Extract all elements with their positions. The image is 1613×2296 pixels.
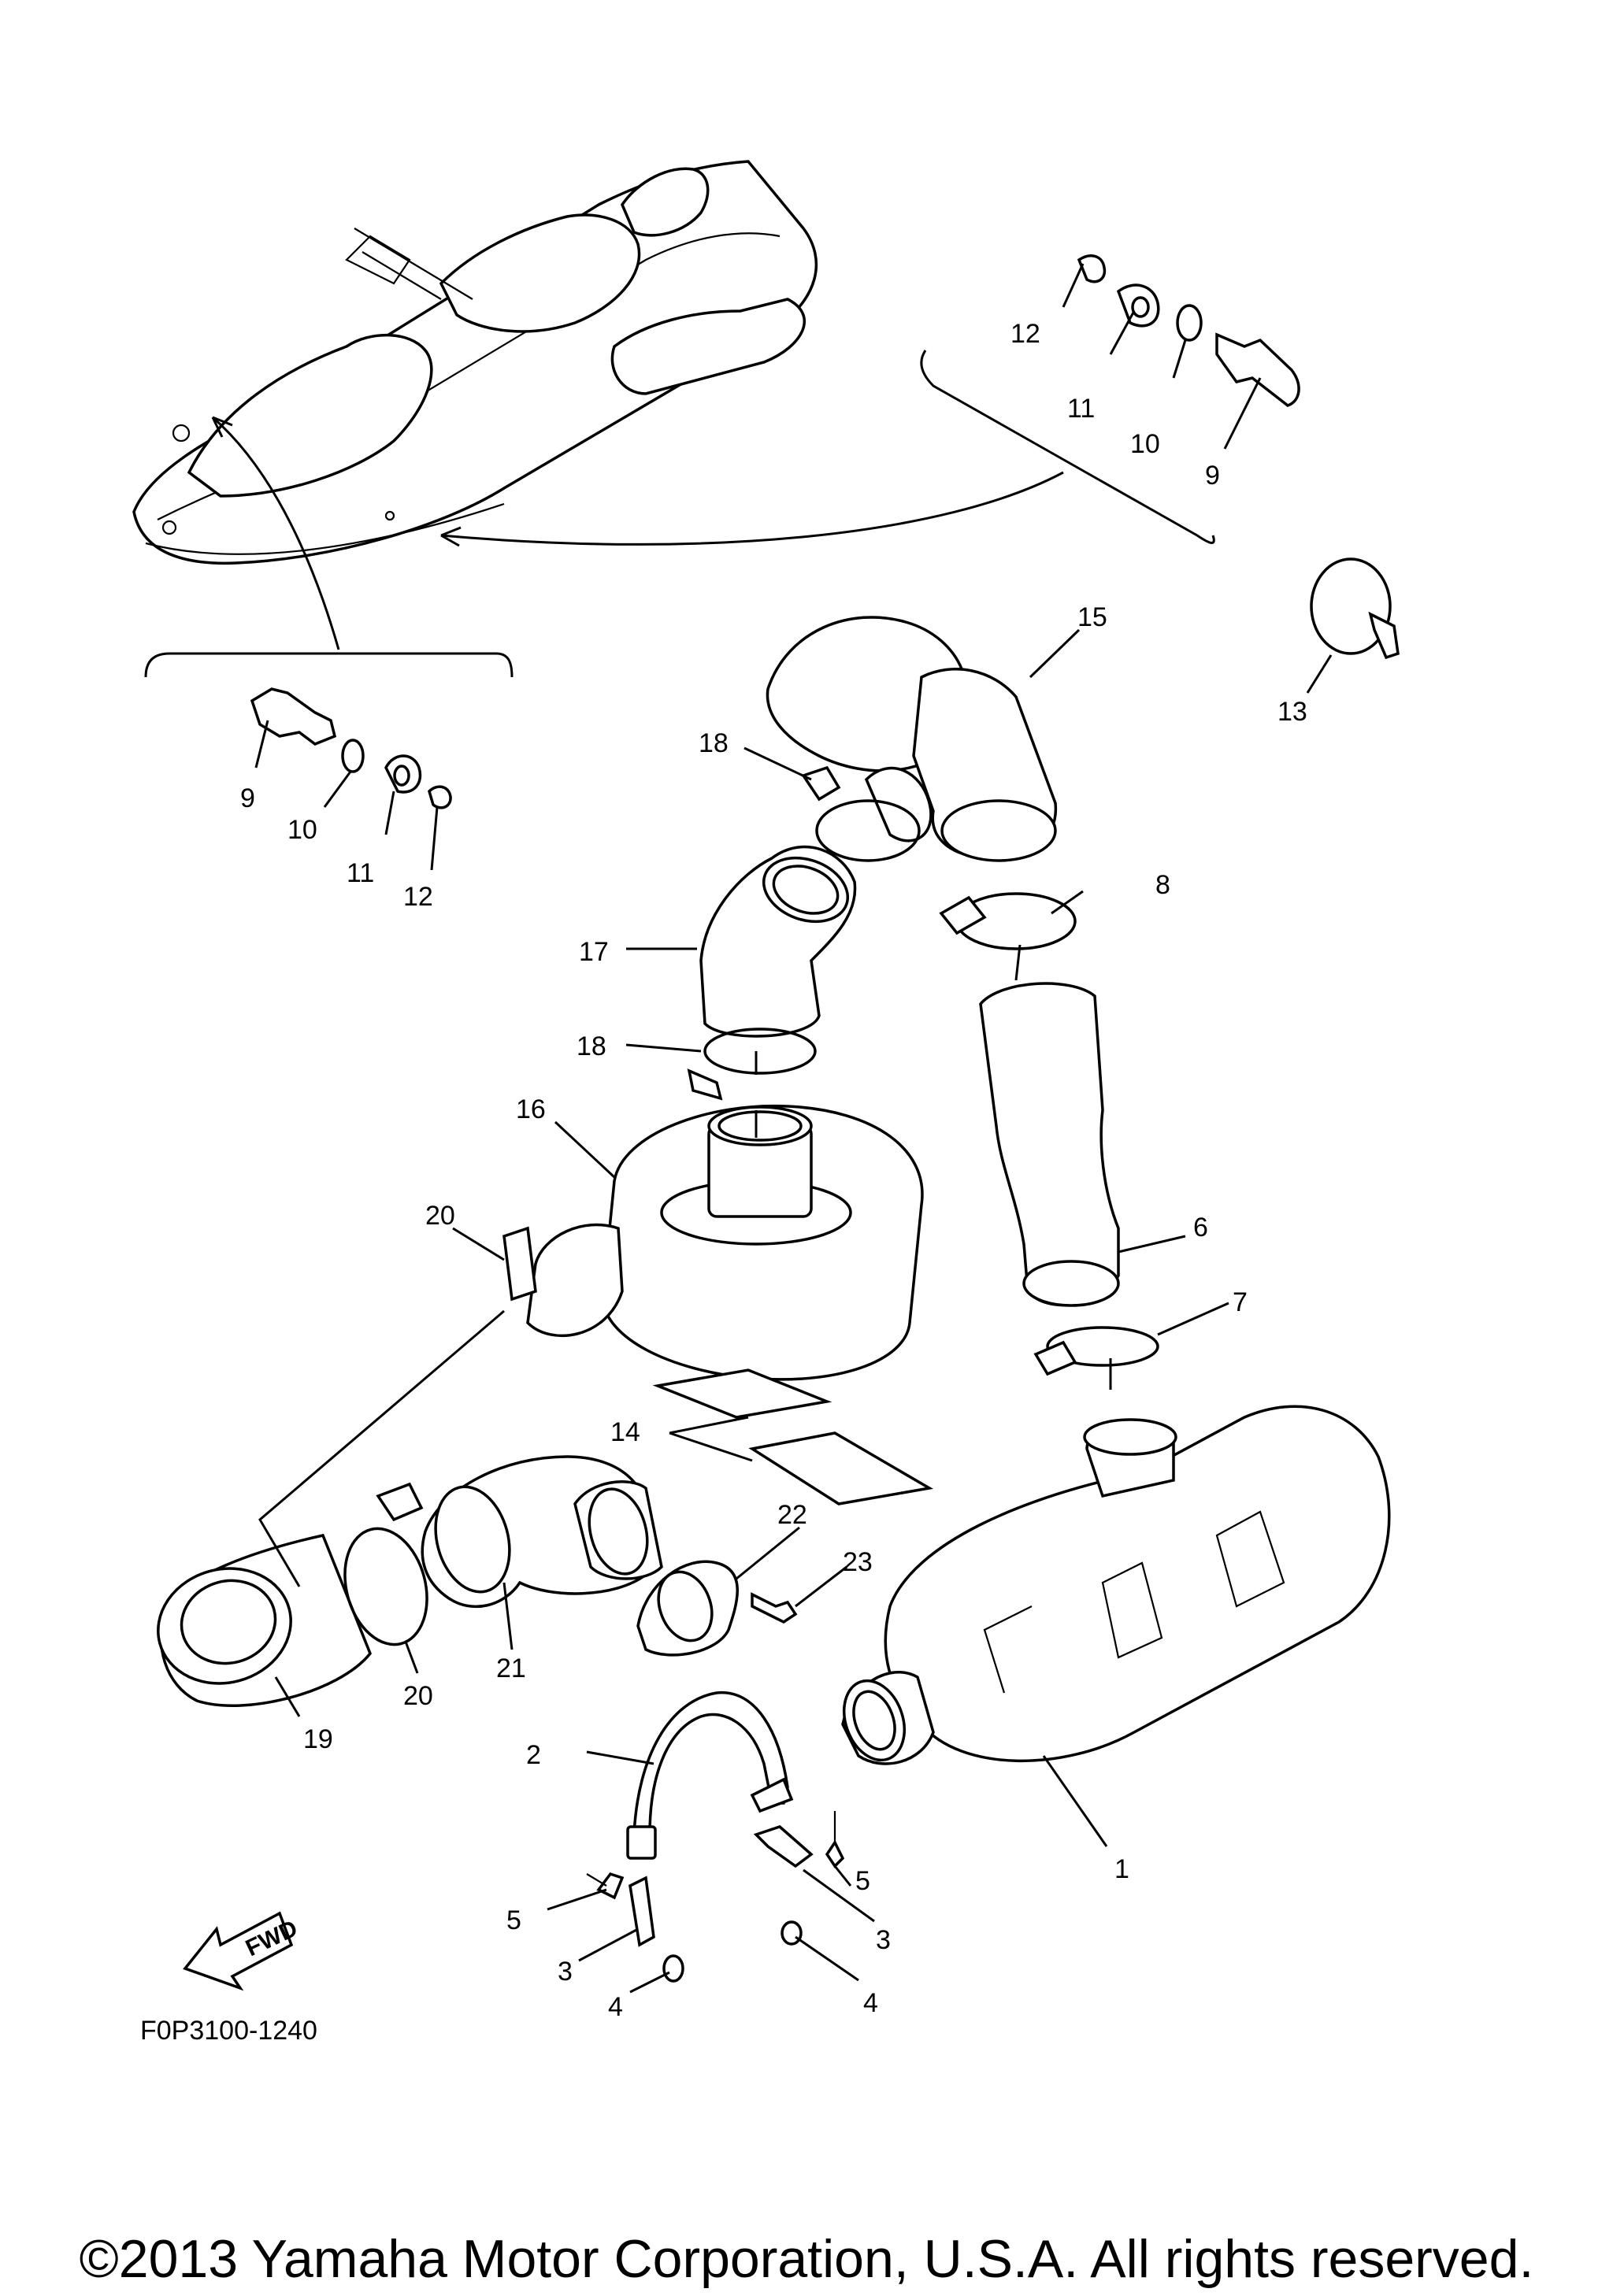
callout-10b: 10 bbox=[287, 815, 317, 845]
callout-5b: 5 bbox=[855, 1866, 870, 1896]
callout-15: 15 bbox=[1077, 602, 1107, 632]
part-19-exhaust-pipe bbox=[157, 1533, 373, 1707]
callout-9a: 9 bbox=[1205, 461, 1220, 491]
part-14-pads bbox=[652, 1368, 934, 1505]
part-7-clamp bbox=[1033, 1326, 1159, 1376]
callout-8: 8 bbox=[1155, 870, 1170, 900]
callout-18a: 18 bbox=[699, 728, 729, 758]
callout-19: 19 bbox=[303, 1724, 333, 1754]
part-1-muffler bbox=[841, 1405, 1391, 1765]
callout-23: 23 bbox=[843, 1547, 873, 1577]
callout-6: 6 bbox=[1193, 1213, 1208, 1242]
callout-7: 7 bbox=[1233, 1287, 1248, 1317]
callout-12b: 12 bbox=[403, 882, 433, 912]
callout-17: 17 bbox=[579, 937, 609, 967]
part-16-water-lock bbox=[601, 1104, 924, 1381]
copyright-notice: ©2013 Yamaha Motor Corporation, U.S.A. A… bbox=[79, 2229, 1534, 2289]
leader-lines bbox=[254, 263, 1333, 1994]
callout-9b: 9 bbox=[240, 783, 255, 813]
callout-1: 1 bbox=[1114, 1854, 1129, 1884]
part-20-fitting-upper bbox=[502, 1223, 624, 1338]
callout-11b: 11 bbox=[347, 858, 374, 888]
figure-code: F0P3100-1240 bbox=[140, 2016, 317, 2046]
callout-20b: 20 bbox=[403, 1681, 433, 1711]
fitting-group-right bbox=[1077, 254, 1300, 407]
fwd-arrow-icon: FWD bbox=[183, 1911, 302, 1991]
callout-labels: 1 2 3 3 4 4 5 5 6 7 8 9 9 10 10 11 11 12… bbox=[240, 319, 1307, 2022]
fitting-group-left bbox=[250, 687, 452, 809]
callout-13: 13 bbox=[1277, 697, 1307, 727]
callout-3b: 3 bbox=[876, 1925, 891, 1955]
part-18-clamp-mid bbox=[687, 1028, 817, 1101]
part-23-bolt bbox=[751, 1592, 798, 1624]
watercraft-illustration bbox=[132, 160, 818, 565]
part-6-hose bbox=[979, 982, 1120, 1307]
callout-10a: 10 bbox=[1130, 429, 1160, 459]
part-8-clamp bbox=[939, 892, 1077, 950]
leader-arrow-left bbox=[212, 416, 340, 650]
callout-21: 21 bbox=[496, 1653, 526, 1683]
part-22-gasket bbox=[636, 1560, 739, 1657]
callout-11a: 11 bbox=[1067, 394, 1095, 424]
part-17-elbow bbox=[699, 845, 857, 1038]
leader-arrow-right bbox=[440, 471, 1064, 546]
callout-4b: 4 bbox=[863, 1988, 878, 2018]
part-2-strap bbox=[626, 1691, 794, 1860]
hardware-group-right bbox=[753, 1811, 845, 1946]
part-13-clamp bbox=[1310, 557, 1400, 660]
callout-22: 22 bbox=[777, 1500, 807, 1530]
callout-14: 14 bbox=[610, 1417, 640, 1447]
callout-16: 16 bbox=[516, 1094, 546, 1124]
callout-12a: 12 bbox=[1010, 319, 1040, 349]
callout-20a: 20 bbox=[425, 1201, 455, 1231]
callout-5a: 5 bbox=[506, 1905, 521, 1935]
part-18-clamp-top bbox=[801, 765, 921, 862]
part-21-elbow bbox=[421, 1455, 663, 1609]
part-15-elbow bbox=[766, 616, 1058, 862]
hardware-group-left bbox=[586, 1872, 684, 1983]
callout-4a: 4 bbox=[608, 1992, 623, 2022]
callout-3a: 3 bbox=[558, 1957, 573, 1987]
callout-18b: 18 bbox=[577, 1031, 606, 1061]
callout-2: 2 bbox=[526, 1740, 541, 1770]
part-20-clamp-lower bbox=[343, 1482, 428, 1646]
